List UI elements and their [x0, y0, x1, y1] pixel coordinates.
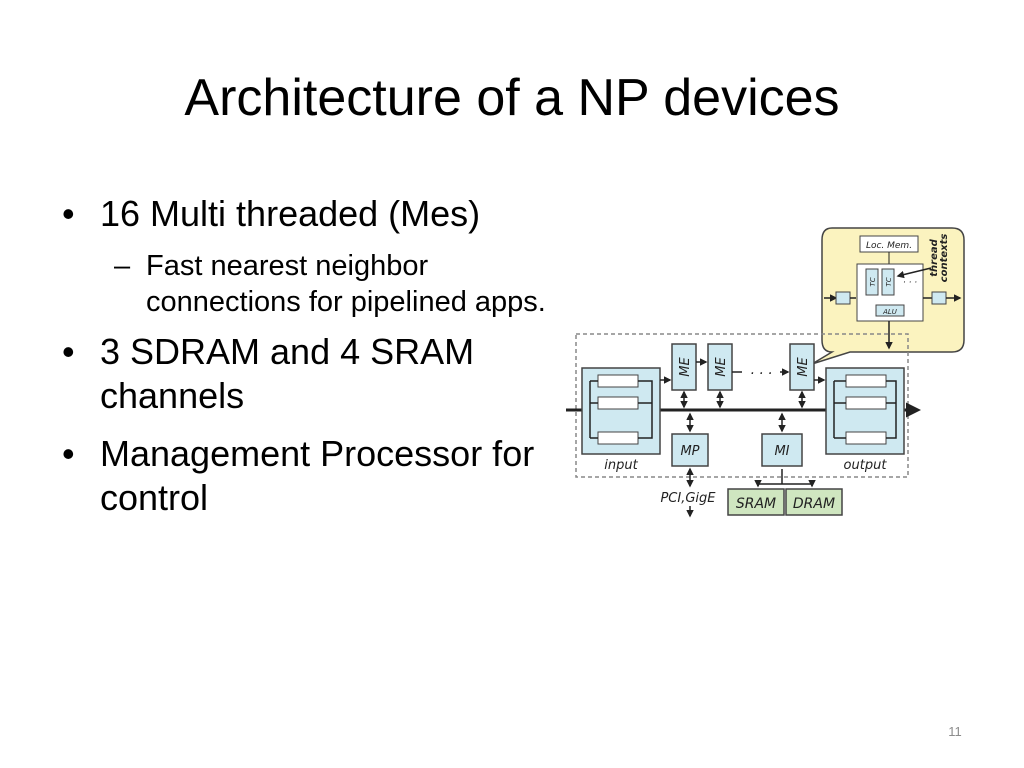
sram-box	[727, 488, 785, 516]
sub-bullet-item: – Fast nearest neighbor connections for …	[58, 248, 568, 320]
bullet-dot: •	[62, 193, 75, 234]
sub-bullet-dash: –	[114, 250, 131, 282]
bullet-text: Management Processor for control	[100, 433, 535, 518]
output-label: output	[844, 458, 888, 473]
micro-engine-box	[671, 343, 697, 391]
fifo-icon	[845, 431, 887, 445]
local-memory-label: Loc. Mem.	[866, 241, 912, 251]
bullet-dot: •	[62, 433, 75, 474]
page-number: 11	[948, 724, 962, 739]
management-processor-box	[671, 433, 709, 467]
micro-engine-box	[707, 343, 733, 391]
bullet-text: 3 SDRAM and 4 SRAM channels	[100, 331, 475, 416]
dram-label: DRAM	[793, 496, 835, 512]
bullet-dot: •	[62, 331, 75, 372]
pci-gige-label: PCI,GigE	[660, 491, 716, 506]
bullet-list: • 16 Multi threaded (Mes) – Fast nearest…	[58, 192, 568, 534]
fifo-icon	[597, 431, 639, 445]
fifo-icon	[835, 291, 851, 305]
micro-engine-label: ME	[714, 357, 729, 377]
alu-label: ALU	[882, 308, 897, 316]
fifo-icon	[597, 374, 639, 388]
management-processor-label: MP	[680, 444, 699, 459]
bullet-item: • 16 Multi threaded (Mes)	[58, 192, 568, 236]
ellipsis-label: · · ·	[750, 366, 772, 382]
ellipsis-label: · · ·	[903, 278, 917, 288]
sram-label: SRAM	[736, 496, 776, 512]
bullet-item: • Management Processor for control	[58, 432, 568, 520]
memory-interface-box	[761, 433, 803, 467]
fifo-icon	[597, 396, 639, 410]
slide-title: Architecture of a NP devices	[184, 69, 840, 127]
thread-context	[865, 268, 879, 296]
dram-box	[785, 488, 843, 516]
fifo-icon	[845, 396, 887, 410]
alu-box	[875, 304, 905, 317]
micro-engine-box	[789, 343, 815, 391]
thread-context	[881, 268, 895, 296]
input-label: input	[604, 458, 638, 473]
chip-boundary	[575, 333, 909, 478]
contexts-label: contexts	[939, 234, 950, 283]
thread-context-label: TC	[869, 277, 877, 286]
micro-engine-label: ME	[796, 357, 811, 377]
bullet-text: 16 Multi threaded (Mes)	[100, 193, 481, 234]
fifo-icon	[845, 374, 887, 388]
bullet-item: • 3 SDRAM and 4 SRAM channels	[58, 330, 568, 418]
thread-label: thread	[929, 238, 940, 276]
memory-interface-label: MI	[774, 444, 789, 459]
thread-context-label: TC	[885, 277, 893, 286]
micro-engine-label: ME	[678, 357, 693, 377]
fifo-icon	[931, 291, 947, 305]
sub-bullet-text: Fast nearest neighbor connections for pi…	[146, 250, 546, 318]
